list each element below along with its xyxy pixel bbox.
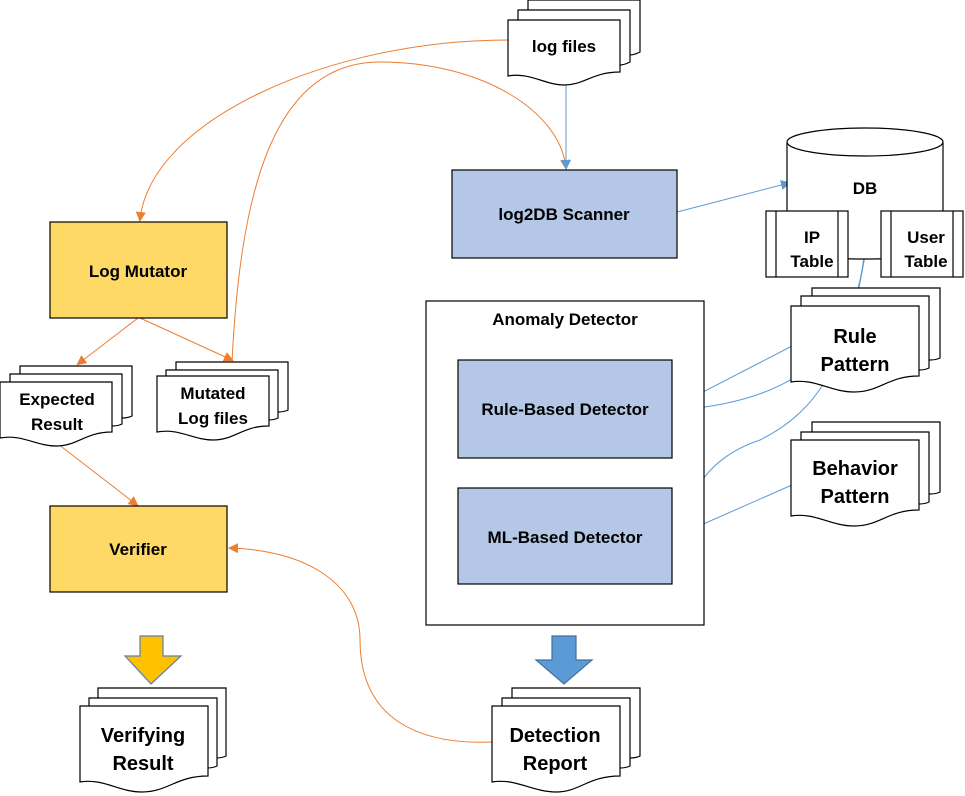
verifying-result-node: Verifying Result [79, 687, 227, 793]
behavior-pattern-node: Behavior Pattern [790, 421, 941, 527]
log-mutator-node: Log Mutator [49, 221, 228, 319]
rule-based-detector-node: Rule-Based Detector [457, 359, 673, 459]
blue-down-arrow [534, 635, 594, 685]
mutated-log-files-line2: Log files [178, 409, 248, 428]
anomaly-detector-label: Anomaly Detector [492, 310, 638, 329]
user-table-label-line1: User [907, 228, 945, 247]
edge-log2db-to-db [676, 180, 791, 213]
yellow-down-arrow [123, 635, 183, 685]
behavior-pattern-line1: Behavior [812, 458, 898, 480]
expected-result-line2: Result [31, 415, 83, 434]
rule-based-detector-label: Rule-Based Detector [481, 400, 649, 419]
rule-pattern-line2: Pattern [821, 354, 890, 376]
edge-logfiles-to-logmutator [135, 39, 509, 222]
detection-report-node: Detection Report [491, 687, 641, 793]
ml-based-detector-node: ML-Based Detector [457, 487, 673, 585]
anomaly-detector-node: Anomaly Detector Rule-Based Detector ML-… [425, 300, 705, 626]
log-mutator-label: Log Mutator [89, 262, 188, 281]
rule-pattern-node: Rule Pattern [790, 287, 941, 393]
log2db-scanner-node: log2DB Scanner [451, 169, 678, 259]
log-files-label: log files [532, 37, 596, 56]
expected-result-node: Expected Result [0, 365, 133, 447]
log2db-scanner-label: log2DB Scanner [498, 205, 630, 224]
user-table-node: User Table [880, 210, 964, 278]
mutated-log-files-node: Mutated Log files [156, 361, 289, 441]
edge-logmutator-to-mutated [139, 317, 234, 362]
mutated-log-files-line1: Mutated [180, 384, 245, 403]
detection-report-line1: Detection [509, 725, 600, 747]
verifying-result-line1: Verifying [101, 725, 185, 747]
expected-result-line1: Expected [19, 390, 95, 409]
ml-based-detector-label: ML-Based Detector [488, 528, 643, 547]
edge-mutatedlogs-to-log2db [231, 61, 571, 363]
edge-report-to-verifier [228, 543, 493, 743]
edge-logmutator-to-expected [76, 317, 139, 366]
verifier-node: Verifier [49, 505, 228, 593]
verifier-label: Verifier [109, 540, 167, 559]
db-node: DB IP Table User Table [765, 127, 964, 278]
log-files-node: log files [507, 0, 641, 86]
ip-table-label-line2: Table [790, 252, 833, 271]
ip-table-label-line1: IP [804, 228, 820, 247]
behavior-pattern-line2: Pattern [821, 486, 890, 508]
rule-pattern-line1: Rule [833, 326, 876, 348]
db-label: DB [853, 179, 878, 198]
user-table-label-line2: Table [904, 252, 947, 271]
edge-expected-to-verifier [57, 443, 139, 507]
verifying-result-line2: Result [112, 753, 173, 775]
detection-report-line2: Report [523, 753, 588, 775]
ip-table-node: IP Table [765, 210, 849, 278]
